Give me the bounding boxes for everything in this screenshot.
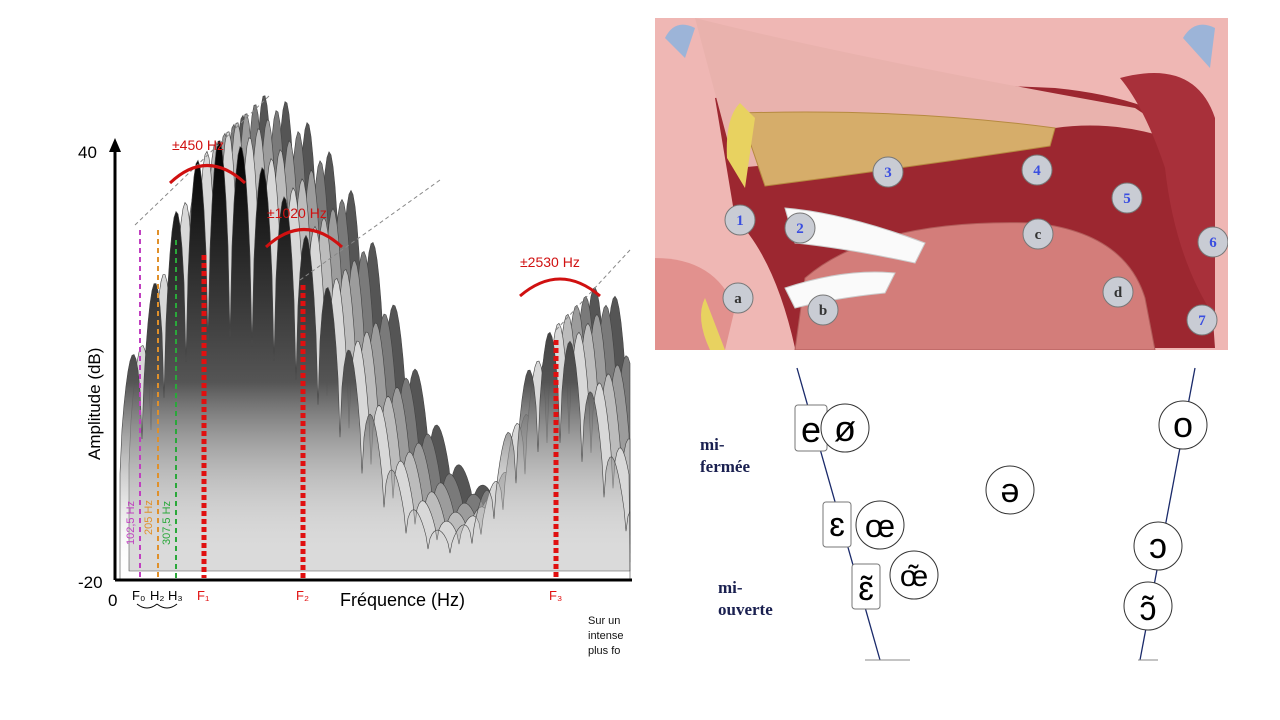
marker-2: 2 [784,212,816,244]
x-axis-label: Fréquence (Hz) [340,590,465,610]
marker-label: 5 [1123,191,1131,207]
bandwidth-arc-f2 [264,228,344,249]
marker-label: 7 [1198,313,1206,329]
caption-note: Sur un intense plus fo [588,614,633,659]
envelope-guide [134,94,631,331]
h2-freq: 205 Hz [143,500,155,535]
vowel-chart: mi- fermée mi- ouverte e ø ə o ɛ œ ɔ ɛ̃ … [700,367,1208,661]
marker-4: 4 [1021,154,1053,186]
f1-label: F₁ [197,588,210,603]
h3-freq: 307,5 Hz [161,501,173,545]
marker-label: 3 [884,165,892,181]
marker-d: d [1102,276,1134,308]
marker-label: d [1114,285,1123,301]
bandwidth-f2: ±1020 Hz [267,205,327,221]
marker-3: 3 [872,156,904,188]
marker-b: b [807,294,839,326]
bandwidth-arc-f3 [519,277,601,298]
svg-text:ɔ̃: ɔ̃ [1140,590,1157,628]
marker-label: b [819,303,827,319]
marker-1: 1 [724,204,756,236]
f3-label: F₃ [549,588,562,603]
h3-label: H₃ [168,588,183,603]
spectrum-diagram: 40 -20 0 Amplitude (dB) Fréquence (Hz) 1… [78,94,632,610]
f2-label: F₂ [296,588,309,603]
y-min-label: -20 [78,573,103,592]
hard-palate [739,111,1056,187]
marker-label: 2 [796,221,804,237]
marker-6: 6 [1197,226,1228,258]
vowel-open-o-nasal[interactable]: ɔ̃ [1123,581,1173,631]
note-line: Sur un [588,615,621,627]
label-mid-close-2: fermée [700,457,750,476]
note-line: intense [588,630,624,642]
h2-label: H₂ [150,588,164,603]
vocal-tract-illustration: 1 2 3 4 5 6 7 a b c d [655,18,1228,350]
marker-5: 5 [1111,182,1143,214]
svg-text:o: o [1173,404,1193,445]
marker-a: a [722,282,754,314]
svg-text:ɔ: ɔ [1149,525,1167,566]
bandwidth-f1: ±450 Hz [172,137,224,153]
label-mid-open-1: mi- [718,578,743,597]
svg-text:œ: œ [865,508,895,544]
marker-label: 6 [1209,235,1217,251]
bandwidth-f3: ±2530 Hz [520,254,580,270]
svg-text:œ̃: œ̃ [900,560,928,593]
y-max-label: 40 [78,143,97,162]
vowel-e[interactable]: e [794,404,828,452]
anatomy-markers: 1 2 3 4 5 6 7 a b c d [722,154,1228,336]
svg-text:e: e [801,409,821,450]
svg-text:ø: ø [834,408,856,449]
marker-c: c [1022,218,1054,250]
vowel-open-o[interactable]: ɔ [1133,521,1183,571]
spectrum-layers [119,94,631,581]
f0-label: F₀ [132,588,145,603]
bandwidth-arc-f1 [168,164,247,185]
marker-label: c [1035,227,1042,243]
svg-text:ɛ̃: ɛ̃ [858,570,874,608]
marker-7: 7 [1186,304,1218,336]
vowel-epsilon[interactable]: ɛ [822,501,852,548]
spectrum-layer [119,140,631,581]
label-mid-close-1: mi- [700,435,725,454]
vowel-oe-nasal[interactable]: œ̃ [889,550,939,600]
vowel-schwa[interactable]: ə [985,465,1035,515]
y-axis-label: Amplitude (dB) [85,348,104,460]
vowel-o-slash[interactable]: ø [820,403,870,453]
harmonic-arrows-icon [136,603,178,609]
marker-label: a [734,291,742,307]
label-mid-open-2: ouverte [718,600,773,619]
y-axis-arrow-icon [109,138,121,152]
marker-label: 4 [1033,163,1041,179]
f0-freq: 102,5 Hz [125,501,137,545]
vowel-oe[interactable]: œ [855,500,905,550]
svg-text:ə: ə [1001,472,1020,510]
x-origin-label: 0 [108,591,117,610]
svg-text:ɛ: ɛ [829,506,845,544]
marker-label: 1 [736,213,744,229]
vowel-o[interactable]: o [1158,400,1208,450]
note-line: plus fo [588,645,621,657]
vowel-epsilon-nasal[interactable]: ɛ̃ [851,563,881,610]
